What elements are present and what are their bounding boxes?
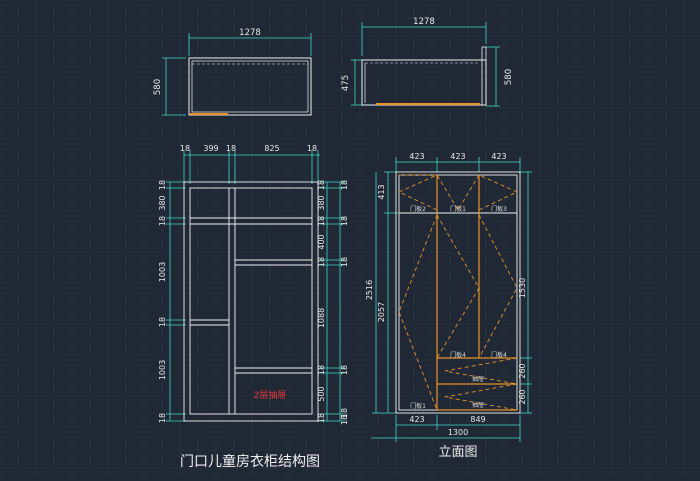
section-right-inner-dim: 18	[340, 408, 349, 418]
section-right-dim: 18	[317, 413, 326, 423]
section-right-dim: 18	[317, 257, 326, 267]
section-right-dim: 400	[317, 234, 326, 249]
elevation-view: 423 423 423 423 849 1300 413 2516 2057 1…	[365, 152, 532, 442]
door-label: 门板4	[450, 351, 466, 359]
section-right-inner-dim: 18	[340, 180, 349, 190]
elevation-bottom-dim: 849	[470, 415, 485, 424]
elevation-left-dim: 2516	[365, 280, 374, 300]
section-left-dim: 18	[158, 216, 167, 226]
elevation-left-dim: 2057	[377, 302, 386, 322]
section-left-dim: 18	[158, 317, 167, 327]
section-top-dim: 18	[307, 144, 317, 153]
elevation-right-dim: 1530	[518, 278, 527, 298]
section-right-dim: 18	[317, 216, 326, 226]
elevation-bottom-dim: 423	[409, 415, 424, 424]
door-label: 门板3	[491, 205, 507, 213]
door-swing-lines	[398, 174, 519, 411]
plan-right-depth-left-label: 475	[341, 75, 351, 91]
section-right-dim: 18	[317, 365, 326, 375]
plan-left-outline	[188, 57, 312, 116]
drawer-label: 抽屉	[472, 401, 484, 409]
elevation-top-dim: 423	[409, 152, 424, 161]
elevation-left-dim: 413	[377, 184, 386, 199]
section-top-dim: 825	[264, 144, 279, 153]
plan-right-dimensions	[351, 22, 500, 107]
section-cabinet-frame	[183, 181, 319, 422]
drawer-note: 2层抽屉	[254, 389, 287, 401]
elevation-caption: 立面图	[438, 445, 477, 460]
door-label: 门板1	[410, 402, 426, 410]
section-right-dim: 380	[317, 195, 326, 210]
section-right-dim: 1088	[317, 308, 326, 328]
plan-left-width-label: 1278	[239, 28, 261, 38]
door-label: 门板4	[491, 351, 507, 359]
section-right-inner-dim: 18	[340, 365, 349, 375]
section-left-dim: 1003	[158, 262, 167, 282]
section-view: 18 399 18 825 18 18 380 18 1003 18 1003 …	[158, 144, 349, 425]
drawer-label: 抽屉	[472, 375, 484, 383]
section-right-inner-dim: 18	[340, 216, 349, 226]
plan-view-right: 1278 475 580	[341, 17, 514, 107]
section-right-inner-dim: 18	[340, 415, 349, 425]
section-left-dim: 1003	[158, 360, 167, 380]
section-top-dim: 18	[180, 144, 190, 153]
door-label: 门板2	[410, 205, 426, 213]
plan-right-width-label: 1278	[413, 17, 435, 27]
section-left-dim: 380	[158, 195, 167, 210]
door-label: 门板1	[450, 205, 466, 213]
elevation-top-dim: 423	[491, 152, 506, 161]
plan-left-dimensions	[162, 33, 312, 116]
plan-right-depth-right-label: 580	[504, 69, 514, 85]
plan-left-inner	[191, 60, 309, 113]
plan-left-depth-label: 580	[153, 79, 163, 95]
section-top-dim: 399	[203, 144, 218, 153]
elevation-top-dim: 423	[450, 152, 465, 161]
plan-view-left: 1278 580	[153, 28, 312, 116]
main-caption: 门口儿童房衣柜结构图	[180, 453, 320, 470]
section-left-dim: 18	[158, 413, 167, 423]
elevation-total-width: 1300	[448, 428, 468, 437]
section-left-dim: 18	[158, 180, 167, 190]
elevation-dimension-lines	[371, 157, 532, 442]
section-right-inner-dim: 18	[340, 257, 349, 267]
section-right-dim: 500	[317, 386, 326, 401]
elevation-right-dim: 260	[518, 363, 527, 378]
elevation-door-panels	[436, 175, 517, 411]
elevation-right-dim: 260	[518, 389, 527, 404]
section-right-dim: 18	[317, 180, 326, 190]
section-top-dim: 18	[226, 144, 236, 153]
section-dimension-lines	[166, 150, 345, 422]
